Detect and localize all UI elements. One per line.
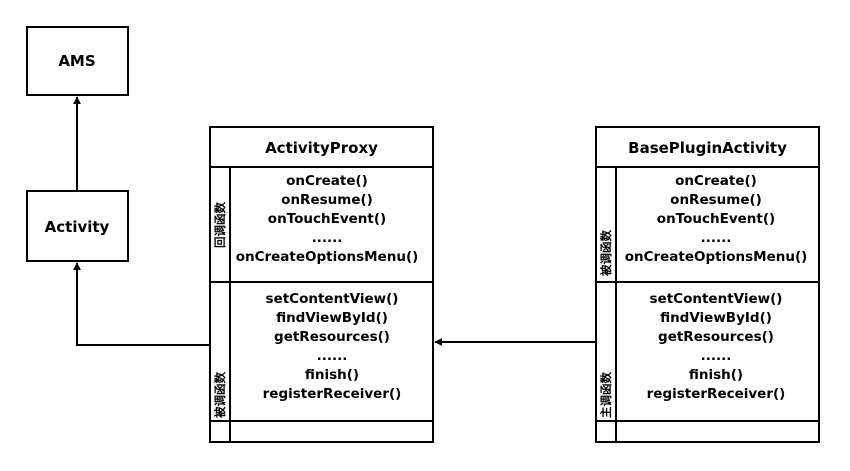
plugin-method: onResume() bbox=[670, 192, 762, 208]
ams-label: AMS bbox=[58, 52, 95, 70]
proxy-method: onCreateOptionsMenu() bbox=[236, 249, 419, 265]
plugin-method: onTouchEvent() bbox=[657, 211, 775, 227]
proxy-method: findViewById() bbox=[276, 310, 388, 326]
proxy-method: setContentView() bbox=[266, 291, 399, 307]
plugin-method: ...... bbox=[701, 230, 732, 246]
activity-proxy-title: ActivityProxy bbox=[265, 139, 378, 157]
base-plugin-activity-class: BasePluginActivity 被调函数 主调函数 onCreate() … bbox=[595, 126, 820, 443]
plugin-called-side-label: 主调函数 bbox=[599, 372, 613, 418]
proxy-to-activity-arrow bbox=[73, 262, 210, 346]
plugin-method: onCreate() bbox=[675, 173, 757, 189]
proxy-called-side-label: 被调函数 bbox=[213, 372, 227, 418]
proxy-method: ...... bbox=[312, 230, 343, 246]
plugin-method: findViewById() bbox=[660, 310, 772, 326]
plugin-method: setContentView() bbox=[650, 291, 783, 307]
proxy-method: getResources() bbox=[274, 329, 390, 345]
plugin-method: getResources() bbox=[658, 329, 774, 345]
plugin-method: onCreateOptionsMenu() bbox=[625, 249, 808, 265]
ams-node: AMS bbox=[26, 26, 129, 96]
plugin-method: ...... bbox=[701, 348, 732, 364]
plugin-method: registerReceiver() bbox=[647, 386, 786, 402]
proxy-method: onTouchEvent() bbox=[268, 211, 386, 227]
proxy-callback-side-label: 回调函数 bbox=[213, 202, 227, 248]
activity-label: Activity bbox=[45, 218, 110, 236]
activity-proxy-class: ActivityProxy 回调函数 被调函数 onCreate() onRes… bbox=[209, 126, 434, 443]
proxy-method: registerReceiver() bbox=[263, 386, 402, 402]
proxy-method: onResume() bbox=[281, 192, 373, 208]
plugin-method: finish() bbox=[689, 367, 743, 383]
base-plugin-activity-title: BasePluginActivity bbox=[628, 139, 787, 157]
proxy-method: ...... bbox=[317, 348, 348, 364]
proxy-method: onCreate() bbox=[286, 173, 368, 189]
activity-node: Activity bbox=[26, 190, 129, 262]
proxy-method: finish() bbox=[305, 367, 359, 383]
plugin-callback-side-label: 被调函数 bbox=[599, 230, 613, 276]
